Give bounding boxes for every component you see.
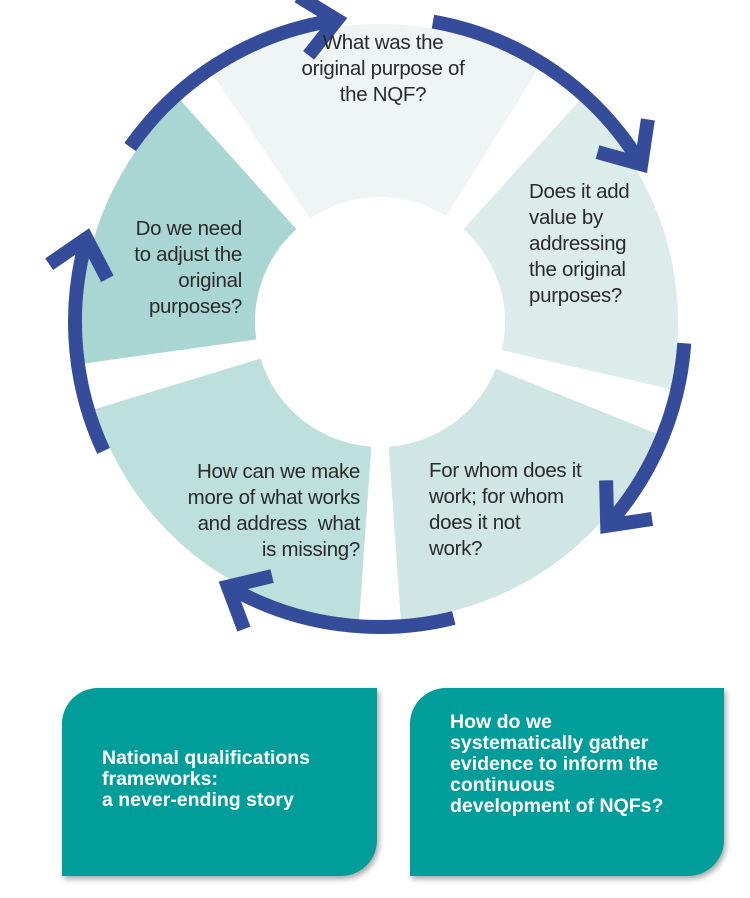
title-box-text: National qualifications frameworks: a ne… (102, 747, 311, 811)
cycle-diagram (45, 0, 692, 634)
arrow-to-make-more (218, 569, 456, 634)
arrow-head (294, 0, 348, 60)
step-for-whom-label: For whom does it work; for whom does it … (429, 459, 582, 560)
wedge-for-whom (388, 368, 657, 620)
arrow-shaft (431, 14, 642, 160)
wedge-add-value (463, 100, 678, 390)
wedge-make-more (95, 358, 372, 620)
arrow-shaft (124, 14, 329, 152)
arrow-to-add-value (431, 14, 655, 174)
arrow-shaft (608, 342, 692, 523)
question-box: How do we systematically gather evidence… (410, 688, 724, 876)
title-box: National qualifications frameworks: a ne… (62, 688, 377, 876)
question-box-text: How do we systematically gather evidence… (450, 711, 664, 817)
step-make-more-label: How can we make more of what works and a… (187, 460, 361, 561)
arrow-head (595, 118, 655, 174)
wedge-original-purpose (213, 23, 538, 219)
step-original-purpose-label: What was the original purpose of the NQF… (301, 31, 465, 106)
arrow-to-for-whom (599, 342, 692, 534)
arrow-shaft (233, 585, 456, 634)
step-adjust-purposes-label: Do we need to adjust the original purpos… (134, 217, 242, 318)
arrow-to-adjust-purposes (45, 228, 114, 454)
arrow-head (599, 480, 654, 534)
step-add-value-label: Does it add value by addressing the orig… (529, 180, 630, 307)
arrow-shaft (68, 246, 110, 454)
arrow-head (218, 569, 274, 632)
arrow-head (45, 228, 114, 282)
arrow-to-original-purpose (124, 0, 348, 152)
wedge-adjust-purposes (81, 100, 297, 364)
